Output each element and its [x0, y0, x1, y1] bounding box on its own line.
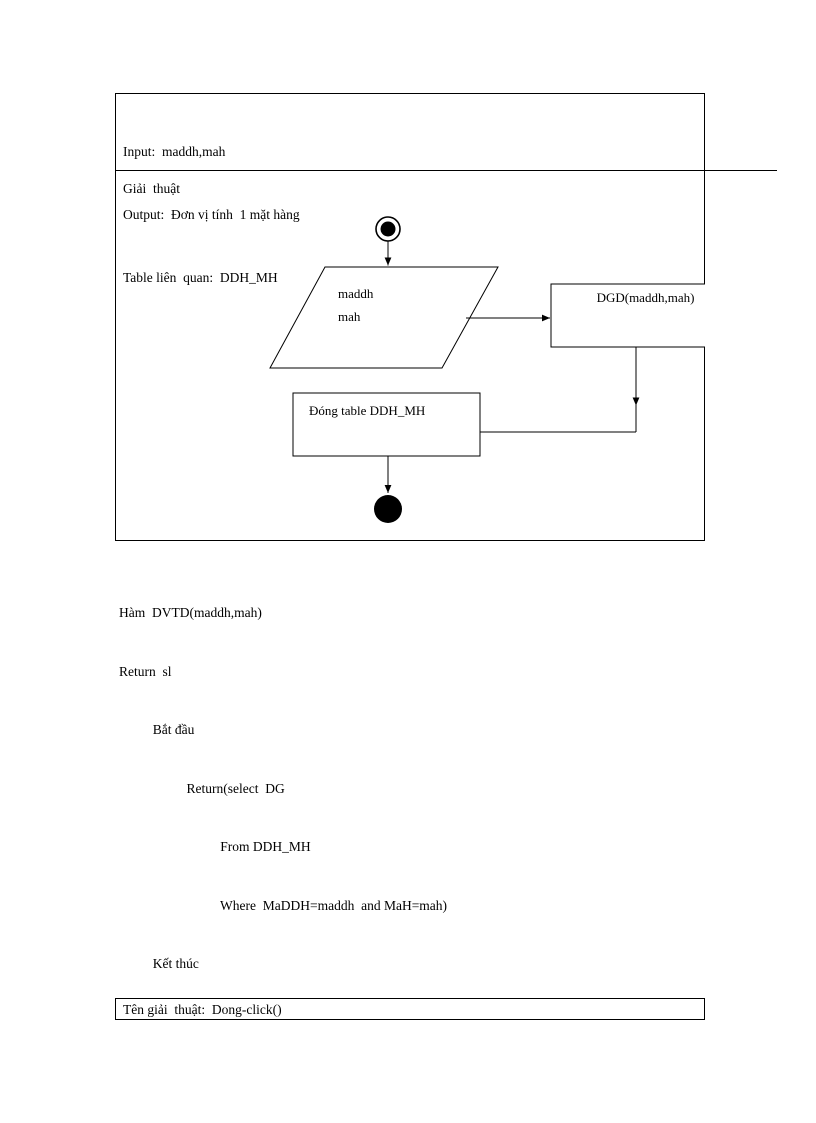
- specification-divider: [115, 170, 777, 171]
- input-parallelogram: maddh mah: [269, 266, 499, 369]
- end-node: [374, 495, 402, 523]
- pseudocode-line: From DDH_MH: [119, 839, 311, 854]
- pseudocode-line: Hàm DVTD(maddh,mah): [119, 605, 262, 620]
- process-dgd-label: DGD(maddh,mah): [597, 290, 695, 305]
- input-line: Input: maddh,mah: [123, 144, 226, 159]
- pseudocode-line: Return sl: [119, 663, 172, 679]
- pseudocode-line: Kết thúc: [119, 956, 199, 971]
- input-line-2: mah: [338, 309, 361, 324]
- process-dgd: DGD(maddh,mah): [550, 283, 705, 348]
- specification-header: Input: maddh,mah Output: Đơn vị tính 1 m…: [123, 99, 683, 330]
- start-node: [375, 216, 401, 242]
- pseudocode-line: Bắt đầu: [119, 722, 195, 737]
- process-close-table: Đóng table DDH_MH: [292, 392, 481, 457]
- process-close-table-label: Đóng table DDH_MH: [309, 403, 425, 418]
- algorithm-section-label: Giải thuật: [123, 181, 180, 196]
- pseudocode-line: Where MaDDH=maddh and MaH=mah): [119, 897, 448, 913]
- algorithm-name-box: Tên giải thuật: Dong-click(): [115, 998, 705, 1020]
- table-line: Table liên quan: DDH_MH: [123, 270, 278, 285]
- algorithm-name-label: Tên giải thuật: Dong-click(): [123, 1002, 282, 1017]
- pseudocode-line: Return(select DG: [119, 780, 285, 796]
- output-line: Output: Đơn vị tính 1 mặt hàng: [123, 207, 300, 222]
- input-line-1: maddh: [338, 286, 374, 301]
- activity-diagram: maddh mah DGD(maddh,mah) Đóng table DDH_…: [115, 93, 705, 541]
- pseudocode-block: Hàm DVTD(maddh,mah) Return sl Bắt đầu Re…: [119, 564, 719, 1013]
